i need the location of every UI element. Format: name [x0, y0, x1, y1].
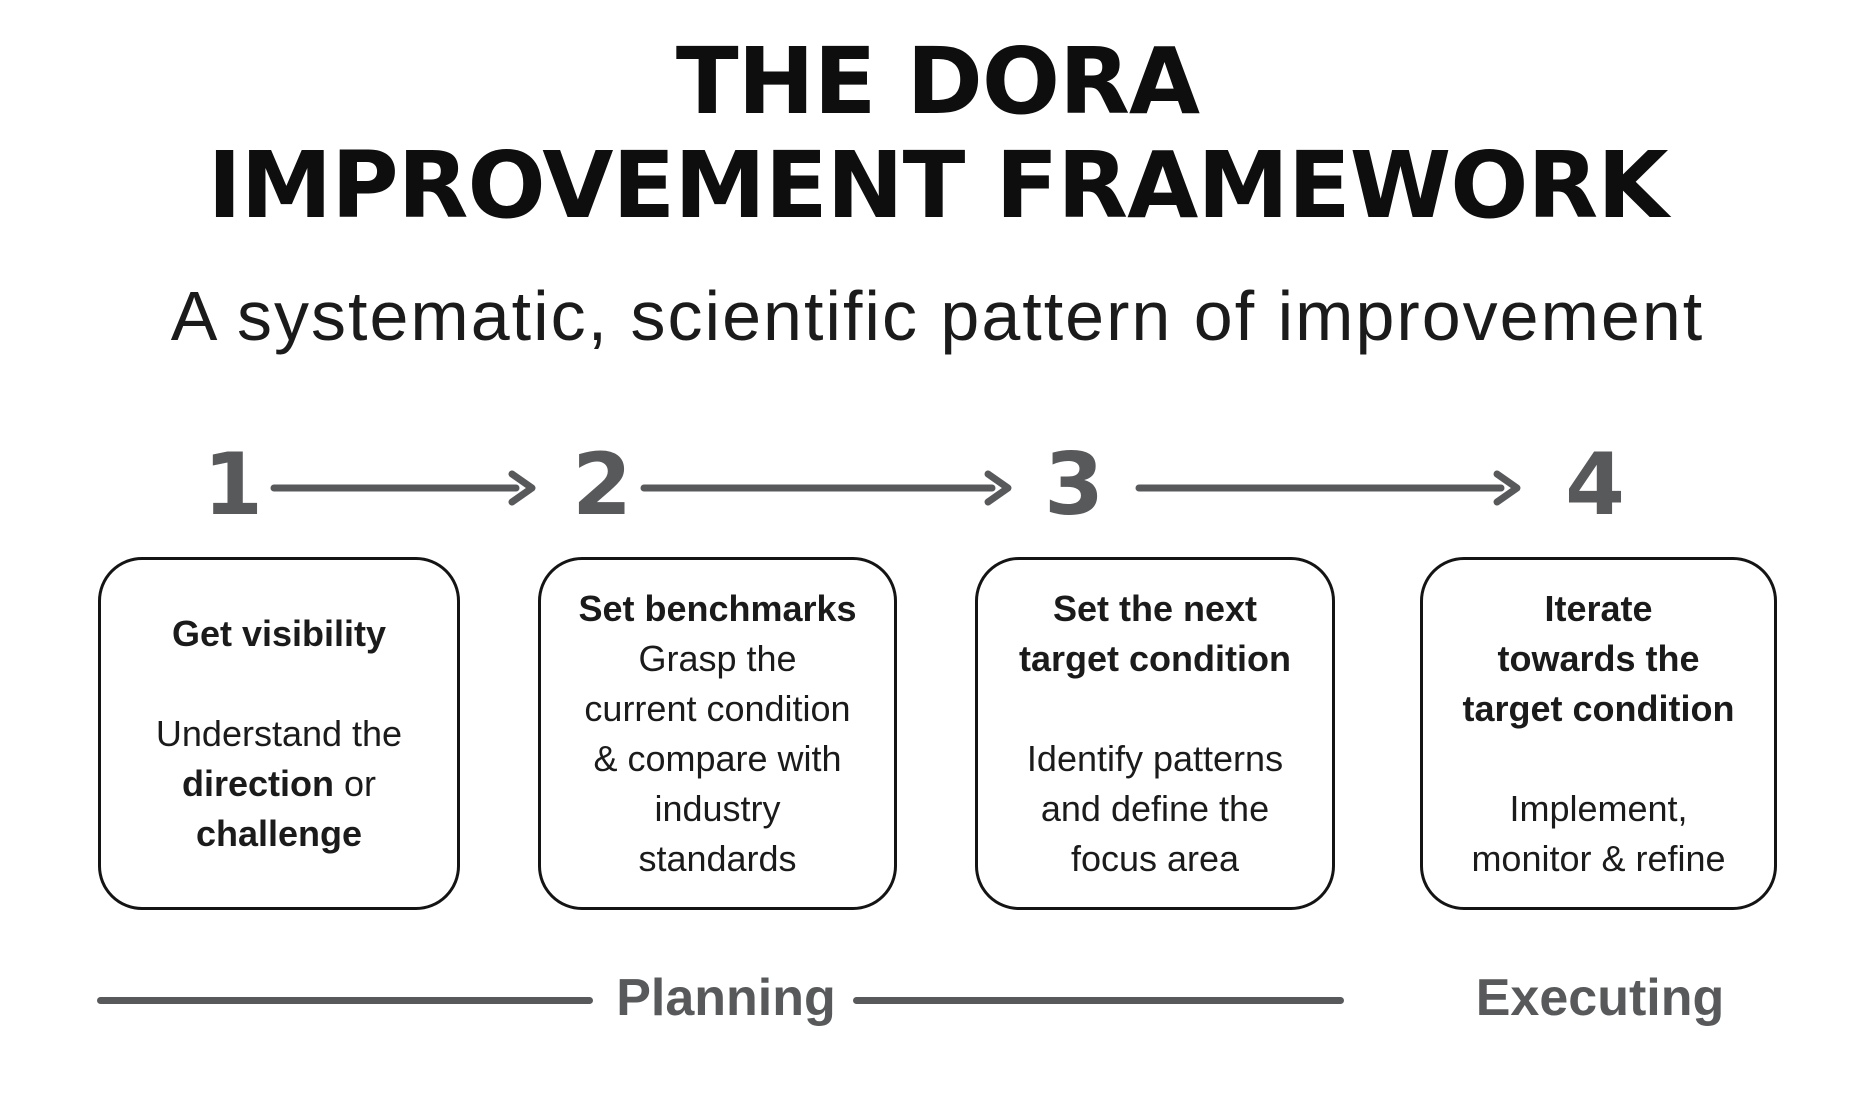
page-subtitle: A systematic, scientific pattern of impr… [170, 277, 1705, 355]
phase-label-planning: Planning [616, 969, 836, 1027]
arrow-right-icon [640, 470, 1012, 506]
arrow-right-icon [1135, 470, 1521, 506]
step-4-number: 4 [1565, 435, 1625, 535]
step-1-description: Understand the direction or challenge [155, 712, 403, 854]
page-title: THE DORA IMPROVEMENT FRAMEWORK [207, 28, 1668, 239]
step-3-card: Set the next target condition Identify p… [975, 557, 1335, 910]
planning-line-left [97, 997, 593, 1004]
step-3-description: Identify patterns and define the focus a… [1026, 737, 1284, 879]
step-3-number: 3 [1044, 435, 1104, 535]
step-2-card: Set benchmarks Grasp the current conditi… [538, 557, 897, 910]
step-2-description: Grasp the current condition & compare wi… [584, 637, 851, 879]
step-3-title: Set the next target condition [1019, 587, 1291, 679]
step-2-number: 2 [572, 435, 632, 535]
step-4-title: Iterate towards the target condition [1462, 587, 1735, 729]
step-1-title: Get visibility [171, 612, 387, 654]
step-1-card: Get visibility Understand the direction … [98, 557, 460, 910]
phase-label-executing: Executing [1475, 969, 1725, 1027]
arrow-right-icon [270, 470, 536, 506]
step-4-description: Implement, monitor & refine [1471, 787, 1726, 879]
step-1-number: 1 [203, 435, 263, 535]
step-4-card: Iterate towards the target condition Imp… [1420, 557, 1777, 910]
planning-line-right [853, 997, 1344, 1004]
step-2-title: Set benchmarks [578, 587, 857, 629]
